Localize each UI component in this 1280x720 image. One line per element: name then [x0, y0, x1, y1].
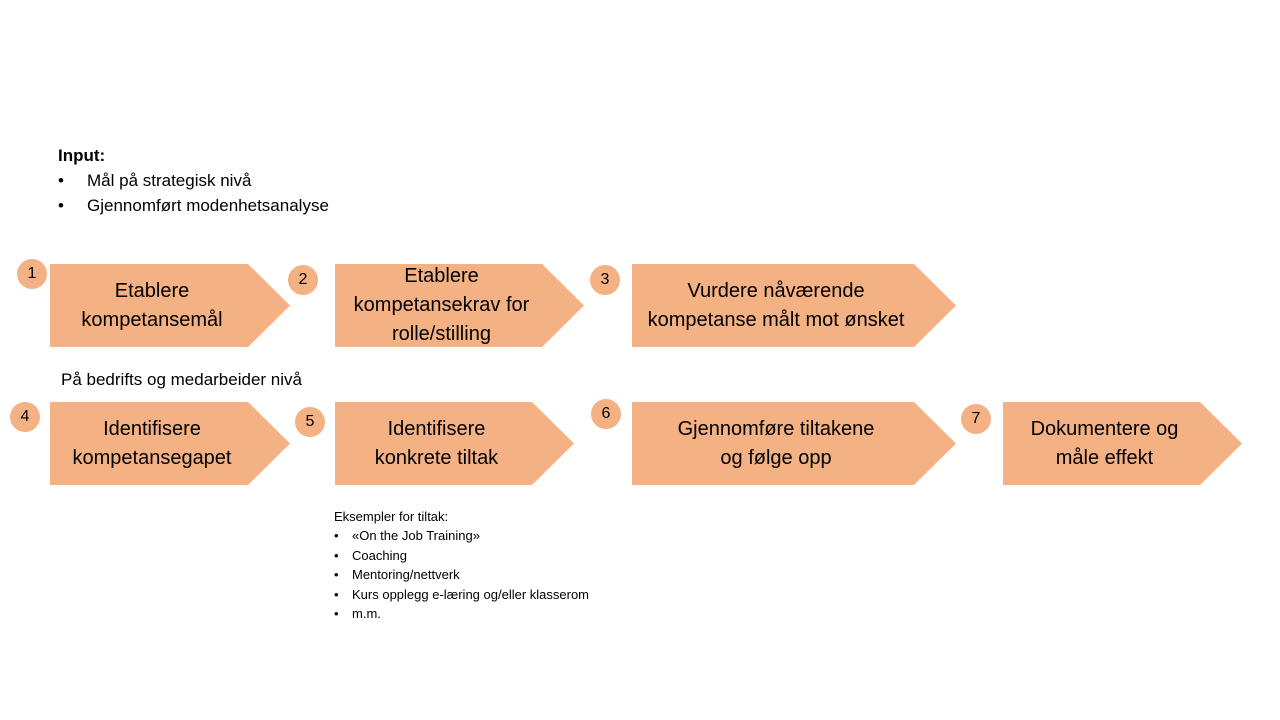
example-item: • «On the Job Training»	[334, 526, 589, 545]
step-label-3: Vurdere nåværende kompetanse målt mot øn…	[647, 279, 905, 331]
example-item-text: Kurs opplegg e-læring og/eller klasserom	[352, 586, 590, 602]
input-item-text: Gjennomført modenhetsanalyse	[87, 196, 329, 215]
step-label-1: Etablere kompetansemål	[81, 279, 223, 331]
step-arrow-4: Identifisere kompetansegapet	[50, 402, 290, 485]
step-number-5: 5	[295, 407, 325, 437]
input-item: • Gjennomført modenhetsanalyse	[58, 193, 329, 218]
step-label-2: Etablere kompetansekrav for rolle/stilli…	[353, 265, 530, 345]
example-item: • Mentoring/nettverk	[334, 565, 589, 584]
examples-block: Eksempler for tiltak: • «On the Job Trai…	[334, 507, 589, 623]
step-number-2: 2	[288, 265, 318, 295]
example-item: • m.m.	[334, 604, 589, 623]
step-arrow-5: Identifisere konkrete tiltak	[335, 402, 574, 485]
step-number-4: 4	[10, 402, 40, 432]
step-arrow-1: Etablere kompetansemål	[50, 264, 290, 347]
step-label-5: Identifisere konkrete tiltak	[374, 417, 499, 469]
step-arrow-2: Etablere kompetansekrav for rolle/stilli…	[335, 264, 584, 347]
bullet-dot: •	[334, 586, 339, 602]
bullet-dot: •	[58, 196, 64, 215]
bullet-dot: •	[334, 606, 339, 622]
step-number-3: 3	[590, 265, 620, 295]
example-item: • Kurs opplegg e-læring og/eller klasser…	[334, 585, 589, 604]
input-item-text: Mål på strategisk nivå	[87, 171, 252, 190]
example-item-text: «On the Job Training»	[352, 528, 480, 544]
example-item-text: Mentoring/nettverk	[352, 567, 460, 583]
step-arrow-3: Vurdere nåværende kompetanse målt mot øn…	[632, 264, 956, 347]
step-number-6: 6	[591, 399, 621, 429]
bullet-dot: •	[334, 528, 339, 544]
example-item: • Coaching	[334, 546, 589, 565]
level-label: På bedrifts og medarbeider nivå	[61, 370, 302, 389]
step-label-6: Gjennomføre tiltakene og følge opp	[677, 417, 875, 469]
examples-title: Eksempler for tiltak:	[334, 509, 449, 524]
step-number-1: 1	[17, 259, 47, 289]
step-label-7: Dokumentere og måle effekt	[1030, 417, 1179, 469]
step-arrow-7: Dokumentere og måle effekt	[1003, 402, 1242, 485]
step-arrow-6: Gjennomføre tiltakene og følge opp	[632, 402, 956, 485]
example-item-text: m.m.	[352, 606, 381, 622]
bullet-dot: •	[334, 547, 339, 563]
input-block: Input: • Mål på strategisk nivå • Gjenno…	[58, 143, 329, 218]
bullet-dot: •	[334, 567, 339, 583]
input-title: Input:	[58, 146, 106, 165]
step-number-7: 7	[961, 404, 991, 434]
step-label-4: Identifisere kompetansegapet	[72, 417, 232, 469]
input-item: • Mål på strategisk nivå	[58, 168, 329, 193]
bullet-dot: •	[58, 171, 64, 190]
example-item-text: Coaching	[352, 547, 407, 563]
